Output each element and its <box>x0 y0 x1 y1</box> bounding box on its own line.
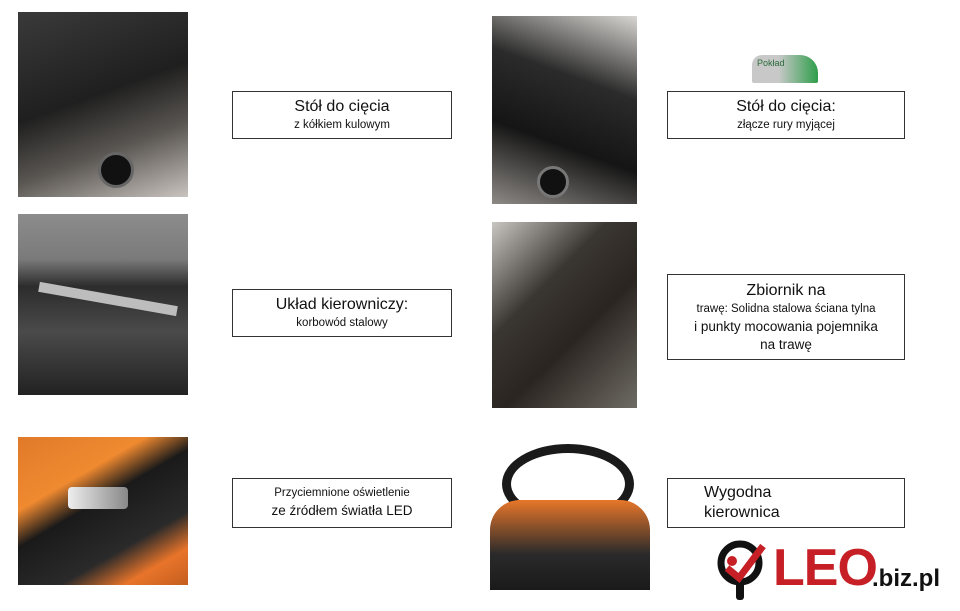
photo-cutting-deck-wheel <box>18 12 188 197</box>
feature-subtitle: złącze rury myjącej <box>737 119 835 131</box>
feature-box-2: Stół do cięcia: złącze rury myjącej <box>667 91 905 139</box>
photo-grass-collector-mount <box>492 222 637 408</box>
feature-line: trawę: Solidna stalowa ściana tylna <box>696 303 876 315</box>
feature-title: Przyciemnione oświetlenie <box>274 487 410 499</box>
feature-box-5: Przyciemnione oświetlenie ze źródłem świ… <box>232 478 452 528</box>
feature-subtitle: kierownica <box>704 504 780 521</box>
feature-title: Układ kierowniczy: <box>275 296 409 313</box>
photo-led-headlight <box>18 437 188 585</box>
magnifier-check-icon <box>717 540 766 600</box>
feature-title: Stół do cięcia <box>294 98 390 115</box>
logo-brand: LEO <box>773 539 878 597</box>
feature-title: Stół do cięcia: <box>736 98 836 115</box>
photo-steering-wheel <box>480 440 660 590</box>
feature-subtitle: korbowód stalowy <box>296 317 388 329</box>
feature-box-1: Stół do cięcia z kółkiem kulowym <box>232 91 452 139</box>
logo-domain: .biz.pl <box>872 565 940 592</box>
photo-deck-wash-connector <box>492 16 637 204</box>
rod-icon <box>38 281 178 317</box>
feature-line: i punkty mocowania pojemnika <box>694 319 878 334</box>
feature-title: Zbiornik na <box>746 282 826 299</box>
wheel-icon <box>537 166 569 198</box>
feature-title: Wygodna <box>704 484 772 501</box>
feature-box-6: Wygodna kierownica <box>667 478 905 528</box>
badge-label: Pokład <box>757 58 785 68</box>
feature-subtitle: ze źródłem światła LED <box>271 503 413 518</box>
headlight-icon <box>68 487 128 509</box>
feature-subtitle: z kółkiem kulowym <box>294 119 390 131</box>
photo-steering-rod <box>18 214 188 395</box>
feature-box-3: Układ kierowniczy: korbowód stalowy <box>232 289 452 337</box>
wheel-icon <box>98 152 134 188</box>
tractor-body <box>490 500 650 590</box>
feature-box-4: Zbiornik na trawę: Solidna stalowa ścian… <box>667 274 905 360</box>
deck-badge: Pokład <box>752 55 818 83</box>
feature-line: na trawę <box>760 337 812 352</box>
leo-logo: LEO .biz.pl <box>715 538 950 603</box>
